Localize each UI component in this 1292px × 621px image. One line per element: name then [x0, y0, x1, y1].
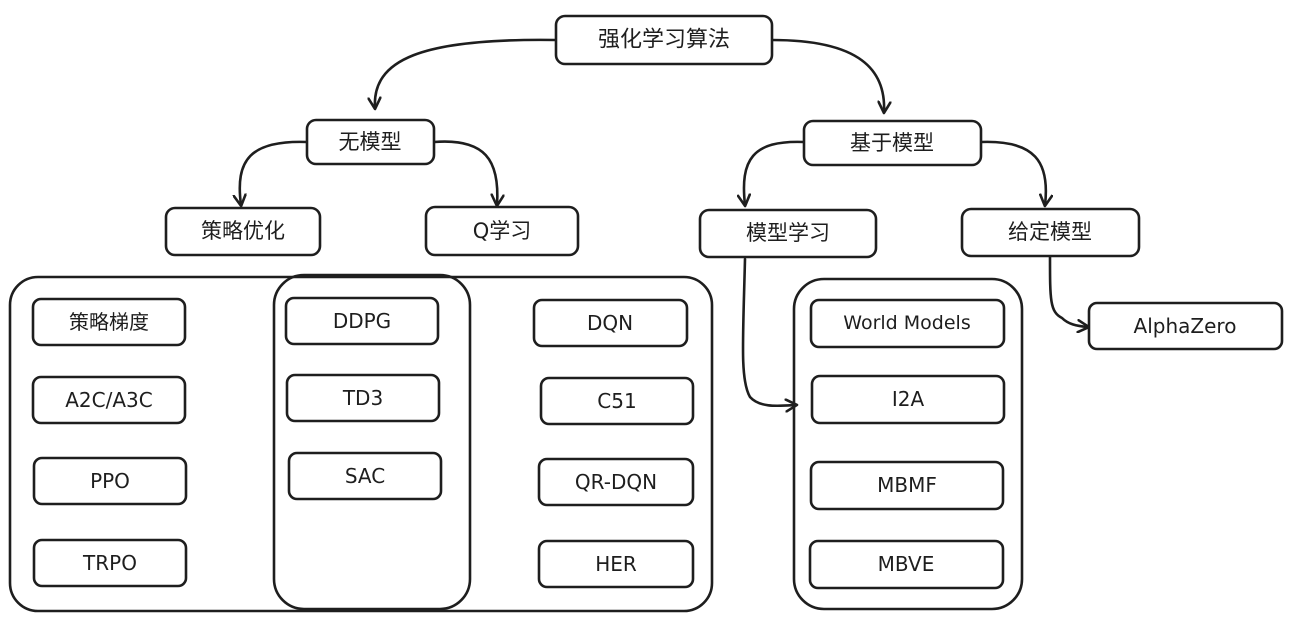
q-learning-label: Q学习 — [473, 219, 532, 243]
group-hybrid-algorithms — [272, 273, 472, 611]
algorithm-ddpg: DDPG — [284, 296, 440, 346]
algorithm-alphazero: AlphaZero — [1087, 301, 1284, 351]
algorithm-label: A2C/A3C — [65, 388, 152, 412]
algorithm-policy-gradient: 策略梯度 — [31, 297, 187, 347]
algorithm-her: HER — [537, 539, 695, 589]
algorithm-label: MBMF — [877, 473, 937, 497]
algorithm-dqn: DQN — [532, 298, 689, 348]
algorithm-label: SAC — [345, 464, 385, 488]
arrow-model-free-to-q-learning — [432, 140, 497, 205]
policy-optimization-node: 策略优化 — [164, 206, 322, 257]
algorithm-label: HER — [595, 552, 637, 576]
model-based-node: 基于模型 — [802, 119, 983, 167]
algorithm-label: DQN — [587, 311, 633, 335]
group-learned-model-algorithms — [792, 277, 1024, 611]
algorithm-ppo: PPO — [32, 456, 188, 506]
algorithm-sac: SAC — [287, 451, 443, 501]
policy-optimization-label: 策略优化 — [201, 219, 285, 243]
algorithm-qr-dqn: QR-DQN — [537, 457, 695, 507]
model-free-node: 无模型 — [305, 118, 436, 166]
algorithm-i2a: I2A — [810, 374, 1006, 425]
connectors — [240, 38, 1088, 406]
root-node: 强化学习算法 — [554, 14, 774, 66]
learn-the-model-label: 模型学习 — [746, 221, 830, 245]
model-free-label: 无模型 — [339, 130, 402, 154]
q-learning-node: Q学习 — [424, 205, 580, 257]
arrow-model-based-to-given-the-model — [979, 140, 1046, 205]
learn-the-model-node: 模型学习 — [698, 208, 878, 259]
algorithm-label: QR-DQN — [575, 470, 657, 494]
algorithm-label: MBVE — [878, 552, 935, 576]
arrow-learn-the-model-to-algorithms — [741, 257, 796, 406]
arrow-given-the-model-to-alphazero — [1048, 255, 1088, 327]
algorithm-label: World Models — [843, 312, 970, 334]
root-label: 强化学习算法 — [598, 28, 730, 53]
algorithm-a2c-a3c: A2C/A3C — [31, 375, 187, 425]
algorithm-world-models: World Models — [809, 298, 1006, 349]
algorithm-mbve: MBVE — [808, 539, 1005, 590]
algorithm-trpo: TRPO — [32, 538, 188, 588]
algorithm-label: AlphaZero — [1134, 314, 1237, 338]
algorithm-label: 策略梯度 — [69, 310, 149, 334]
algorithm-label: I2A — [892, 387, 925, 411]
algorithm-label: PPO — [90, 469, 130, 493]
arrow-root-to-model-free — [375, 38, 558, 108]
arrow-root-to-model-based — [770, 38, 884, 112]
arrow-model-free-to-policy-optimization — [240, 140, 309, 205]
given-the-model-node: 给定模型 — [960, 207, 1141, 258]
algorithm-label: TRPO — [82, 551, 137, 575]
algorithm-label: TD3 — [342, 386, 383, 410]
algorithm-label: DDPG — [333, 309, 391, 333]
arrow-model-based-to-learn-the-model — [744, 140, 806, 205]
given-the-model-label: 给定模型 — [1008, 220, 1092, 244]
group-policy-and-qlearning — [8, 275, 714, 613]
algorithm-mbmf: MBMF — [809, 460, 1005, 511]
algorithm-c51: C51 — [539, 376, 695, 426]
model-based-label: 基于模型 — [850, 131, 934, 155]
algorithm-label: C51 — [597, 389, 636, 413]
algorithm-td3: TD3 — [285, 373, 441, 423]
